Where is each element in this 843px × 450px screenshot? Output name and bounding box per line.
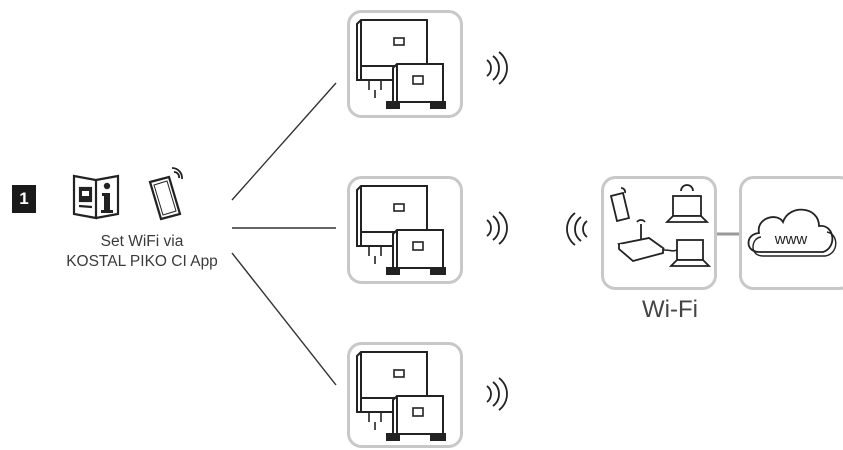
tablet-icon [609,187,631,223]
step-number-badge: 1 [12,185,36,213]
connector-line-bottom [231,252,337,386]
wireless-signal-icon [486,377,508,411]
router-icon [617,219,666,262]
network-cable [662,249,678,252]
info-icon [101,182,113,213]
cloud-text: www [774,231,808,248]
manual-icon [72,174,120,220]
wireless-signal-icon [486,211,508,245]
setup-caption-line2: KOSTAL PIKO CI App [66,253,218,270]
tablet-icon [148,167,183,221]
inverter-icon [356,19,446,109]
wireless-signal-icon [566,212,588,246]
inverter-icon [356,351,446,441]
inverter-frame-top [347,10,463,118]
wifi-network-frame [601,176,717,290]
connector-line-top [231,82,337,201]
wifi-label: Wi-Fi [642,296,698,323]
inverter-icon [356,185,446,275]
setup-icons [72,167,183,221]
inverter-frame-middle [347,176,463,284]
wireless-signal-icon [486,51,508,85]
inverter-frame-bottom [347,342,463,448]
cloud-icon: www [747,208,837,257]
setup-caption: Set WiFi via KOSTAL PIKO CI App [62,232,222,272]
internet-cloud-frame: www [739,176,843,290]
laptop-icon [668,239,712,267]
laptop-icon [664,184,710,223]
setup-caption-line1: Set WiFi via [100,233,184,250]
